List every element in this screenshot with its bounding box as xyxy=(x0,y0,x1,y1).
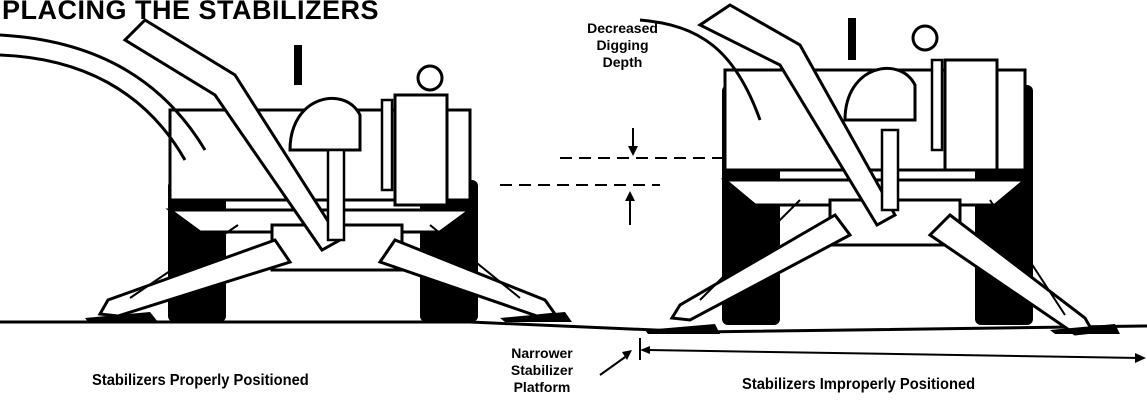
right-caption: Stabilizers Improperly Positioned xyxy=(742,376,976,393)
depth-label-line1: Decreased xyxy=(587,20,658,36)
left-pad-left xyxy=(85,312,158,322)
right-pad-right xyxy=(1050,324,1120,334)
depth-label: Decreased Digging Depth xyxy=(560,20,685,71)
right-exhaust xyxy=(848,18,856,60)
left-boom-cylinder xyxy=(326,148,346,242)
right-leg-left xyxy=(669,213,853,322)
depth-label-line3: Depth xyxy=(602,54,643,70)
right-seat xyxy=(843,66,917,122)
right-boom-cylinder xyxy=(880,128,900,212)
right-machine xyxy=(639,3,1120,336)
depth-label-line2: Digging xyxy=(596,37,649,53)
ground-line xyxy=(0,320,1147,334)
platform-width-indicator xyxy=(599,338,1146,376)
diagram-title: PLACING THE STABILIZERS xyxy=(2,0,380,25)
left-pad-right xyxy=(500,312,572,322)
left-lever xyxy=(380,98,394,192)
left-seat xyxy=(288,96,362,152)
platform-label: Narrower Stabilizer Platform xyxy=(484,345,600,396)
platform-label-line2: Stabilizer xyxy=(510,362,574,378)
platform-label-line3: Platform xyxy=(513,379,571,395)
right-beacon xyxy=(911,24,939,52)
right-lever xyxy=(930,58,944,152)
left-leg-left xyxy=(97,238,293,318)
left-boom xyxy=(122,18,343,252)
right-boom xyxy=(697,3,898,228)
left-machine xyxy=(0,18,572,322)
left-exhaust xyxy=(294,45,302,85)
right-pad-left xyxy=(645,324,720,334)
left-caption: Stabilizers Properly Positioned xyxy=(92,372,309,389)
left-cab-box xyxy=(393,93,449,207)
left-beacon xyxy=(416,64,444,92)
right-cab-box xyxy=(943,58,999,172)
depth-indicator xyxy=(500,128,725,225)
platform-label-line1: Narrower xyxy=(511,345,573,361)
